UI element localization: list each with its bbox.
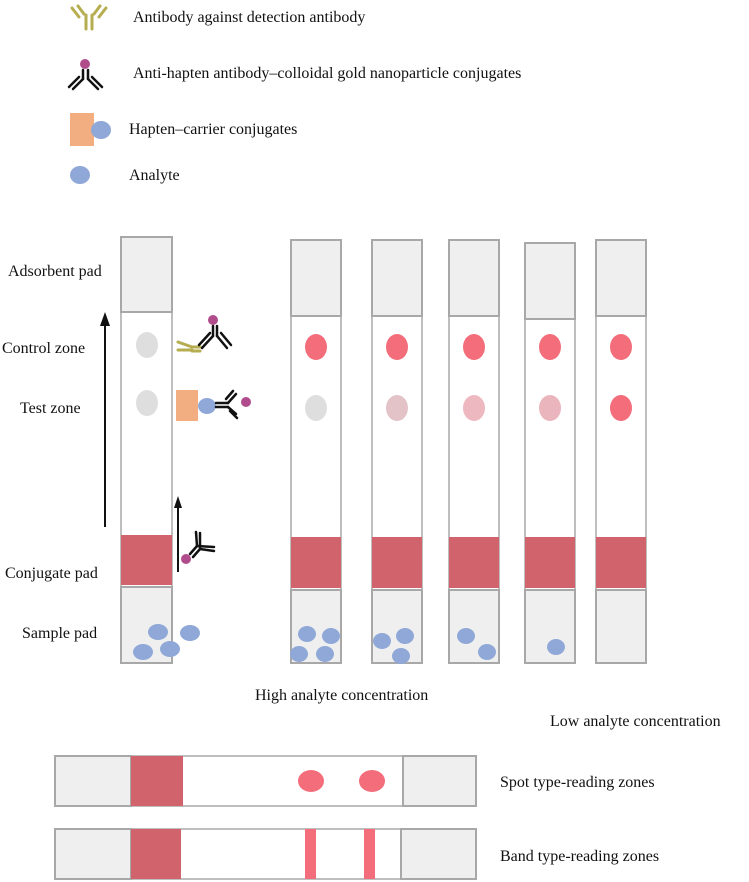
label-spot-reading: Spot type-reading zones xyxy=(500,774,655,791)
band-control-zone xyxy=(364,829,375,879)
hapten-carrier-icon xyxy=(70,113,111,146)
label-conjugate-pad: Conjugate pad xyxy=(5,565,98,582)
result-adsorbent-pad xyxy=(524,242,576,320)
migrating-conjugate xyxy=(174,496,216,572)
sample-analytes xyxy=(133,624,200,660)
label-test-zone: Test zone xyxy=(20,400,81,417)
result-analyte xyxy=(396,628,414,644)
result-analyte xyxy=(373,633,391,649)
result-conjugate-pad xyxy=(525,537,575,588)
result-control-spot xyxy=(305,334,327,360)
result-test-spot xyxy=(305,395,327,421)
gold-conjugate-icon xyxy=(67,59,104,91)
result-conjugate-pad xyxy=(291,537,341,588)
result-conjugate-pad xyxy=(596,537,646,588)
result-adsorbent-pad xyxy=(595,239,647,317)
result-analyte xyxy=(478,644,496,660)
result-adsorbent-pad xyxy=(448,239,500,317)
result-control-spot xyxy=(610,334,632,360)
result-strips xyxy=(290,239,647,664)
result-control-spot xyxy=(386,334,408,360)
result-conjugate-pad xyxy=(372,537,422,588)
result-analyte xyxy=(457,628,475,644)
result-test-spot xyxy=(463,395,485,421)
spot-test-zone xyxy=(298,770,324,792)
result-test-spot xyxy=(610,395,632,421)
test-zone-spot xyxy=(136,390,158,416)
result-analyte xyxy=(547,639,565,655)
band-test-zone xyxy=(305,829,316,879)
caption-high-concentration: High analyte concentration xyxy=(255,687,428,704)
control-zone-spot xyxy=(136,332,158,358)
result-control-spot xyxy=(539,334,561,360)
result-sample-pad xyxy=(595,589,647,664)
legend-label-antibody: Antibody against detection antibody xyxy=(133,9,365,26)
result-analyte xyxy=(392,648,410,664)
analyte-icon xyxy=(70,166,90,184)
label-sample-pad: Sample pad xyxy=(22,625,97,642)
result-analyte xyxy=(298,626,316,642)
result-analyte xyxy=(316,646,334,662)
result-analyte xyxy=(322,628,340,644)
result-control-spot xyxy=(463,334,485,360)
result-adsorbent-pad xyxy=(290,239,342,317)
label-adsorbent-pad: Adsorbent pad xyxy=(8,263,102,280)
spot-control-zone xyxy=(359,770,385,792)
result-adsorbent-pad xyxy=(371,239,423,317)
test-capture-icon xyxy=(176,389,251,421)
spot-reading-strip xyxy=(54,755,477,807)
legend-label-gold-conjugate: Anti-hapten antibody–colloidal gold nano… xyxy=(133,65,521,82)
result-conjugate-pad xyxy=(449,537,499,588)
explanatory-strip: Adsorbent pad Control zone Test zone Con… xyxy=(2,236,251,664)
band-reading-strip xyxy=(54,828,477,880)
legend-label-analyte: Analyte xyxy=(129,167,180,184)
label-control-zone: Control zone xyxy=(2,340,85,357)
result-test-spot xyxy=(386,395,408,421)
result-analyte xyxy=(290,646,308,662)
caption-low-concentration: Low analyte concentration xyxy=(550,713,721,730)
adsorbent-pad xyxy=(120,236,173,313)
y-antibody-icon xyxy=(70,4,108,31)
legend-label-hapten-carrier: Hapten–carrier conjugates xyxy=(129,121,297,138)
result-test-spot xyxy=(539,395,561,421)
legend: Antibody against detection antibody Anti… xyxy=(67,4,521,184)
conjugate-pad xyxy=(121,535,172,585)
flow-arrow xyxy=(100,312,110,527)
control-capture-icon xyxy=(176,315,233,353)
label-band-reading: Band type-reading zones xyxy=(500,848,659,865)
